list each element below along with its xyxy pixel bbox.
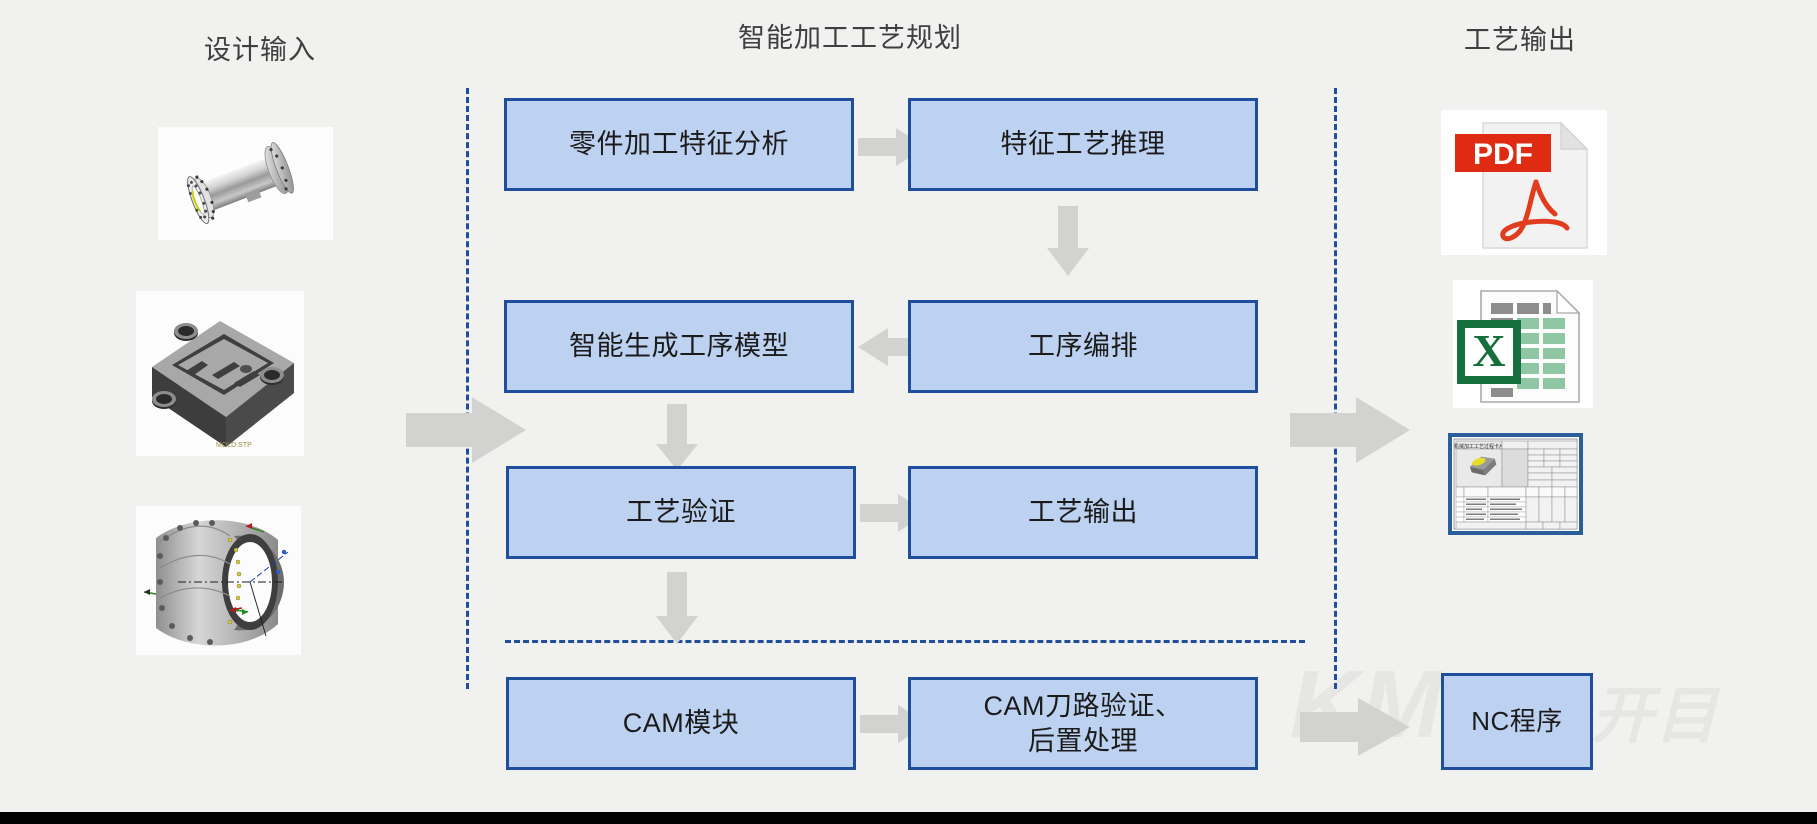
process-box-operation-model[interactable]: 智能生成工序模型 (504, 300, 854, 393)
input-thumbnail-engine-casing[interactable] (136, 506, 301, 655)
column-heading-center: 智能加工工艺规划 (738, 23, 962, 53)
arrow-input-to-process (406, 397, 526, 463)
process-box-label: 智能生成工序模型 (569, 331, 789, 362)
process-box-process-validation[interactable]: 工艺验证 (506, 466, 856, 559)
process-box-label: 特征工艺推理 (1000, 129, 1166, 160)
process-box-label: CAM刀路验证、 后置处理 (983, 690, 1183, 756)
arrow-reasoning-to-sequence (1047, 206, 1089, 276)
output-box-label: NC程序 (1471, 705, 1563, 736)
pdf-label: PDF (1473, 138, 1533, 171)
divider-right-dashed (1334, 88, 1337, 689)
process-box-label: 零件加工特征分析 (569, 129, 789, 160)
input-thumbnail-mold-plate[interactable]: MOLD.STP (136, 291, 304, 456)
output-icon-excel-document[interactable]: X (1453, 280, 1593, 408)
process-box-label: 工序编排 (1028, 331, 1138, 362)
process-box-feature-analysis[interactable]: 零件加工特征分析 (504, 98, 854, 191)
process-box-cam-verify[interactable]: CAM刀路验证、 后置处理 (908, 677, 1258, 770)
arrow-process-to-output (1290, 397, 1410, 463)
arrow-sequence-to-model (858, 328, 926, 366)
arrow-verify-to-nc (1300, 698, 1410, 756)
column-heading-output: 工艺输出 (1464, 25, 1576, 55)
svg-text:机械加工工艺过程卡片: 机械加工工艺过程卡片 (1454, 443, 1504, 450)
output-icon-pdf-document[interactable]: PDF (1441, 110, 1607, 255)
process-box-label: CAM模块 (622, 708, 740, 739)
column-heading-input: 设计输入 (204, 35, 316, 65)
process-box-feature-reasoning[interactable]: 特征工艺推理 (908, 98, 1258, 191)
input-thumbnail-shaft-housing[interactable] (158, 127, 333, 240)
divider-left-dashed (466, 88, 469, 689)
process-box-process-output[interactable]: 工艺输出 (908, 466, 1258, 559)
process-box-cam-module[interactable]: CAM模块 (506, 677, 856, 770)
arrow-model-to-validation (656, 404, 698, 470)
divider-middle-dashed (505, 640, 1305, 643)
process-box-operation-sequence[interactable]: 工序编排 (908, 300, 1258, 393)
svg-text:MOLD.STP: MOLD.STP (216, 442, 252, 449)
output-thumbnail-process-sheet[interactable]: 机械加工工艺过程卡片 (1448, 433, 1583, 535)
bottom-bar (0, 812, 1817, 824)
process-box-label: 工艺验证 (626, 497, 736, 528)
excel-label: X (1472, 325, 1505, 376)
arrow-validation-to-cam (656, 572, 698, 644)
output-box-nc-program[interactable]: NC程序 (1441, 673, 1593, 770)
process-box-label: 工艺输出 (1028, 497, 1138, 528)
